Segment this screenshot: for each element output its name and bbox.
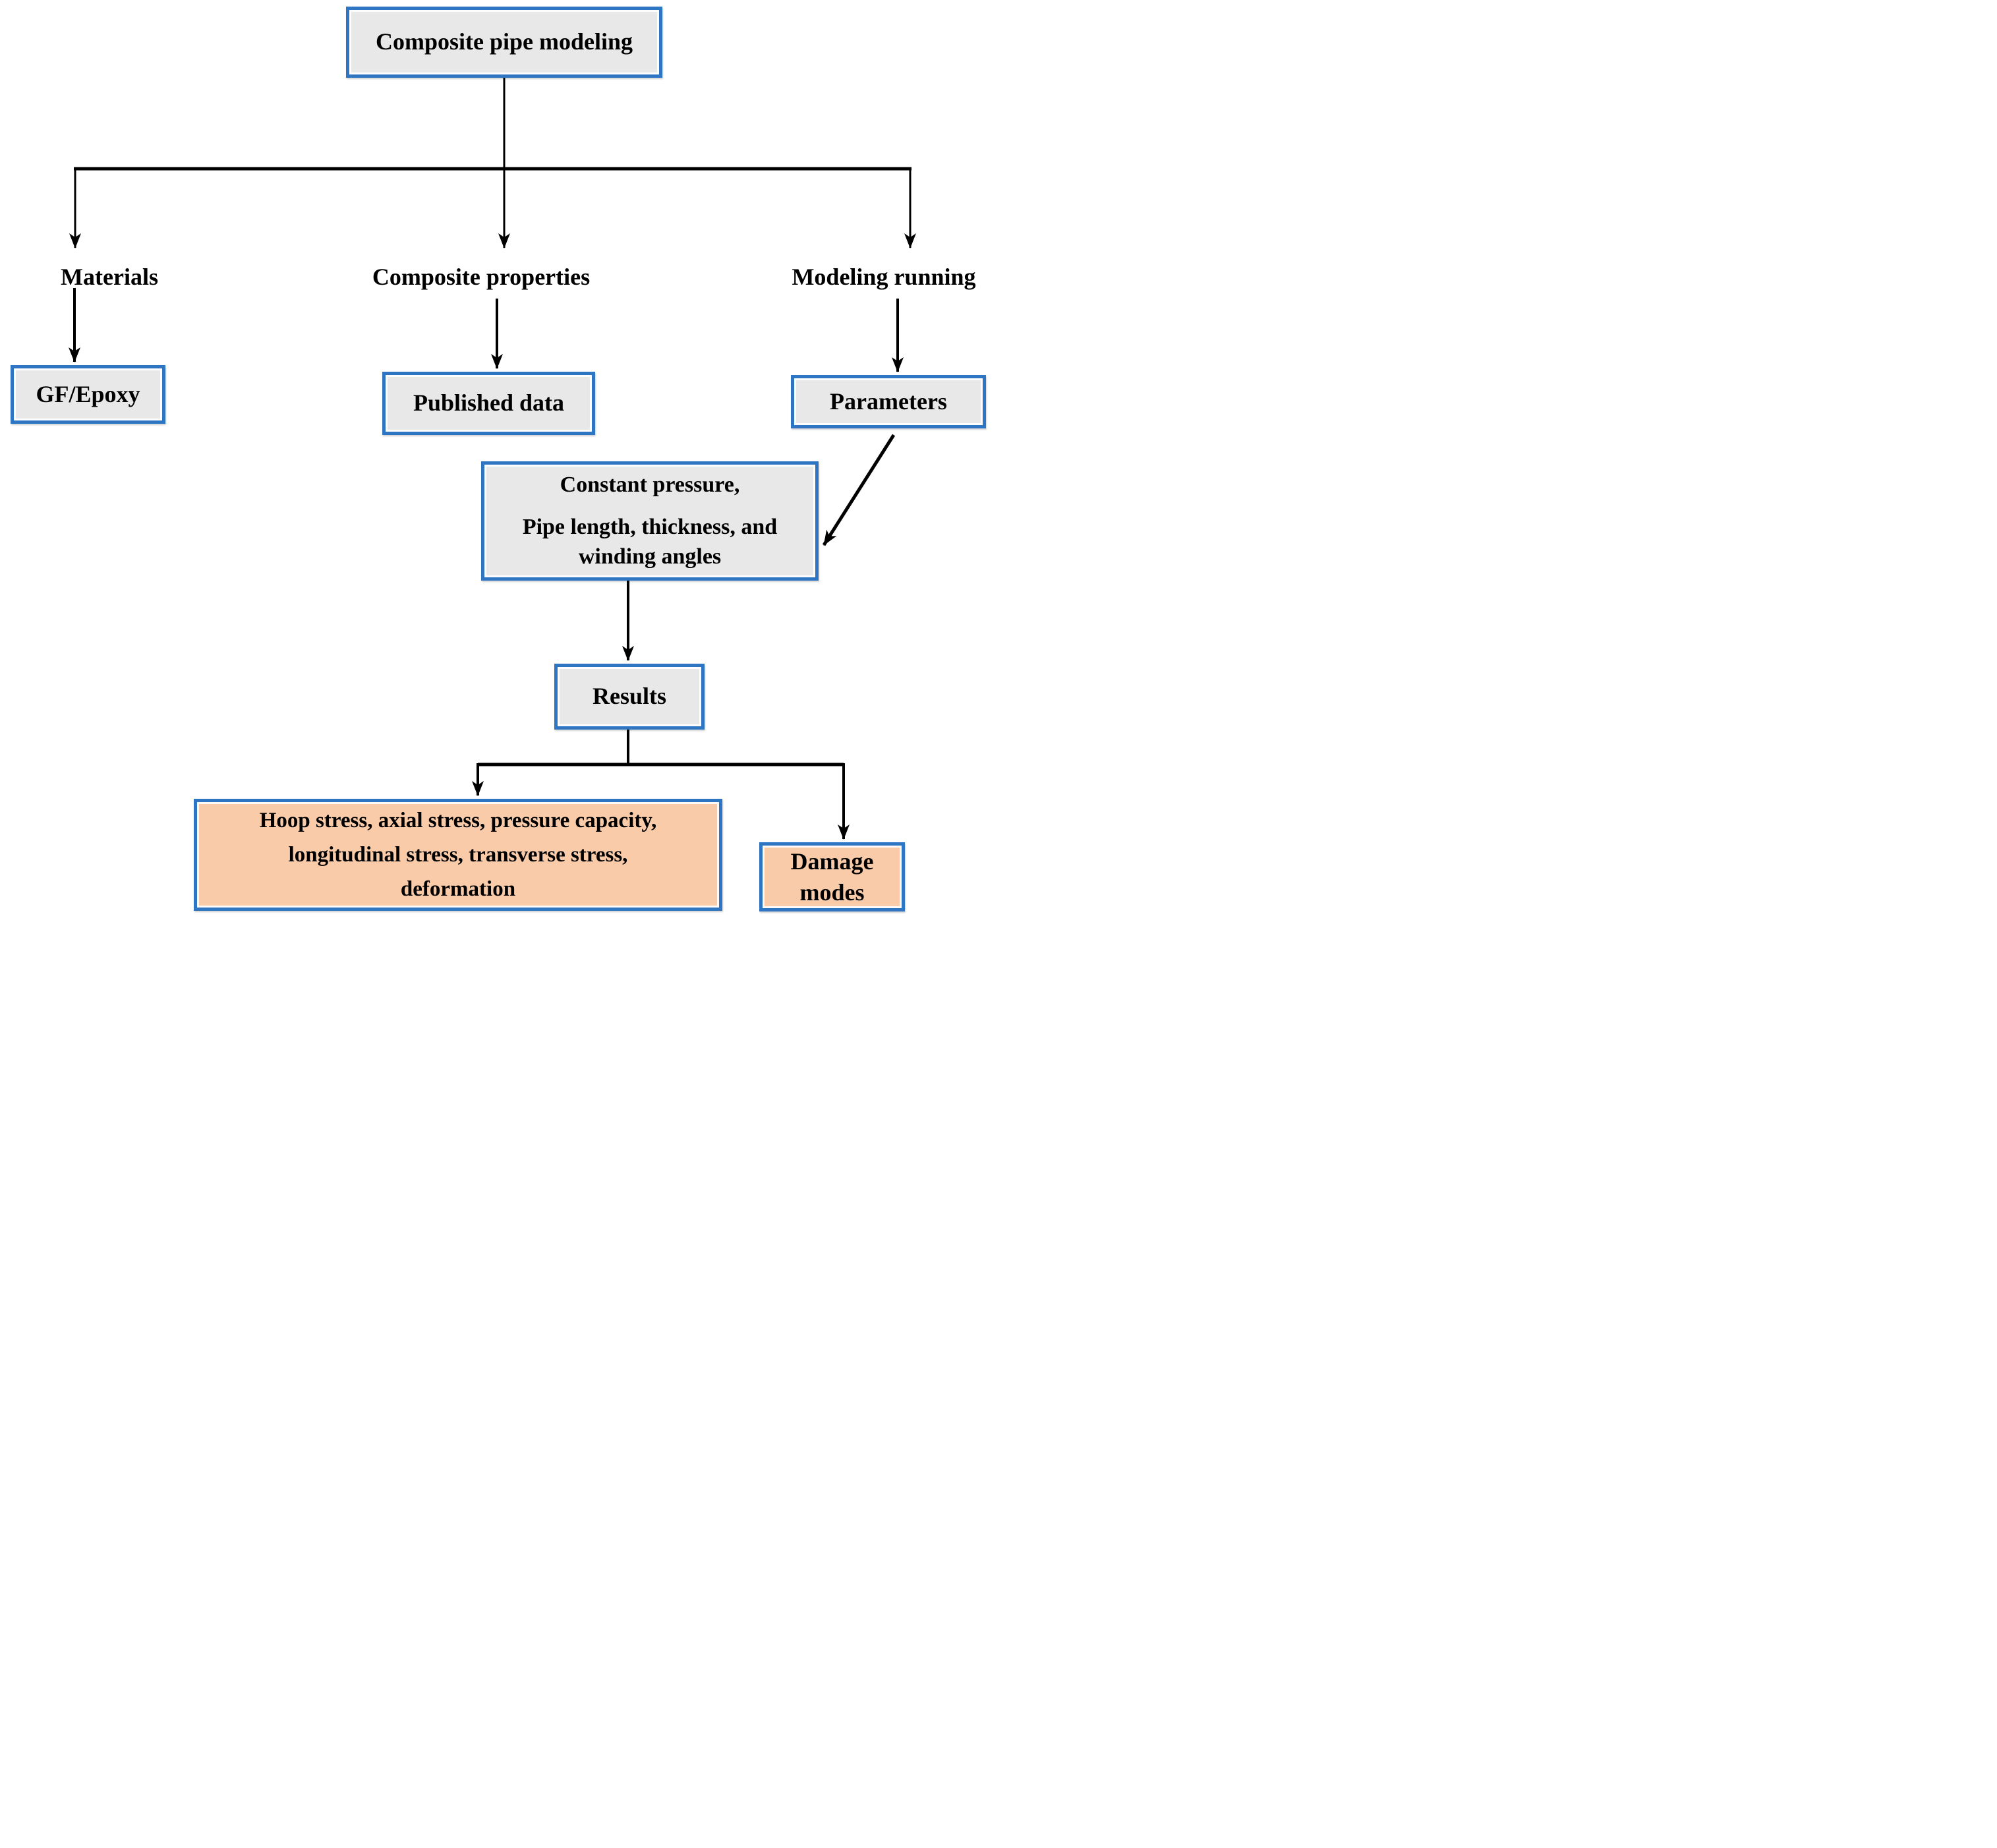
node-stress-outputs-line2: longitudinal stress, transverse stress, xyxy=(288,842,628,867)
node-damage-modes-line2: modes xyxy=(799,879,865,906)
node-modeling-running-label: Modeling running xyxy=(792,264,976,290)
node-composite-pipe-modeling-label: Composite pipe modeling xyxy=(375,28,633,55)
node-stress-outputs-line1: Hoop stress, axial stress, pressure capa… xyxy=(259,808,657,832)
node-stress-outputs-line3: deformation xyxy=(400,877,516,902)
node-results: Results xyxy=(554,664,705,730)
node-composite-properties-label: Composite properties xyxy=(372,264,591,290)
node-damage-modes: Damage modes xyxy=(759,842,905,911)
edge-parameters-to-inputs xyxy=(822,434,896,546)
node-gf-epoxy-label: GF/Epoxy xyxy=(36,380,140,407)
node-model-inputs: Constant pressure, Pipe length, thicknes… xyxy=(481,461,819,581)
node-gf-epoxy: GF/Epoxy xyxy=(11,365,165,424)
node-parameters-label: Parameters xyxy=(830,388,947,415)
node-damage-modes-line1: Damage xyxy=(790,848,874,875)
node-composite-pipe-modeling: Composite pipe modeling xyxy=(346,7,662,78)
node-materials: Materials xyxy=(43,263,175,291)
node-stress-outputs: Hoop stress, axial stress, pressure capa… xyxy=(194,799,722,911)
node-materials-label: Materials xyxy=(61,264,158,290)
node-results-label: Results xyxy=(592,683,666,710)
node-published-data-label: Published data xyxy=(413,390,565,417)
flowchart-canvas: Composite pipe modeling Materials Compos… xyxy=(0,0,998,924)
node-model-inputs-line1: Constant pressure, xyxy=(560,473,740,498)
connector-layer xyxy=(69,78,916,840)
node-modeling-running: Modeling running xyxy=(752,263,998,291)
node-model-inputs-line2: Pipe length, thickness, and xyxy=(522,515,778,540)
node-parameters: Parameters xyxy=(791,375,986,428)
node-published-data: Published data xyxy=(382,372,595,435)
node-model-inputs-line3: winding angles xyxy=(578,544,722,569)
node-composite-properties: Composite properties xyxy=(349,263,613,291)
